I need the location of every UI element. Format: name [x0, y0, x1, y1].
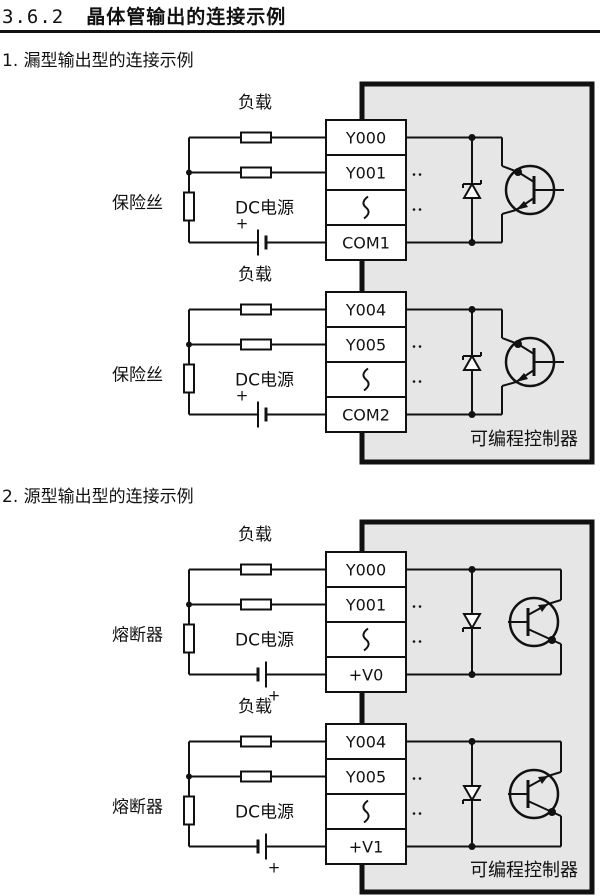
dot-mark: [412, 380, 416, 383]
terminal-label: Y005: [345, 336, 386, 355]
terminal-unused-wave-icon: [362, 799, 370, 824]
fuse-label: 熔断器: [112, 798, 163, 818]
dot-mark: [418, 777, 422, 780]
dot-mark: [418, 640, 422, 643]
dot-mark: [412, 173, 416, 176]
dot-mark: [418, 208, 422, 211]
emitter-arrow: [538, 776, 548, 784]
transistor-collector: [551, 639, 562, 645]
load-resistor: [240, 338, 272, 351]
dot-mark: [412, 640, 416, 643]
terminal-cell: [325, 224, 407, 261]
battery-plus-label: +: [236, 387, 249, 405]
transistor-emitter: [547, 771, 562, 777]
terminal-label: Y005: [345, 768, 386, 787]
terminal-label: +V1: [349, 838, 384, 857]
load-resistor: [240, 303, 272, 316]
dot-mark: [418, 605, 422, 608]
diagram-title-sink: 1. 漏型输出型的连接示例: [2, 51, 194, 71]
diode-symbol: [462, 613, 482, 631]
terminal-cell: [325, 119, 407, 156]
terminal-label: Y000: [345, 129, 386, 148]
terminal-label: +V0: [349, 666, 384, 685]
fuse-symbol: [183, 623, 195, 654]
transistor-collector: [527, 628, 553, 641]
dc-power-label: DC电源: [235, 631, 294, 651]
load-label: 负载: [238, 265, 272, 285]
dot-mark: [412, 345, 416, 348]
emitter-arrow: [516, 201, 528, 210]
terminal-label: Y000: [345, 561, 386, 580]
emitter-arrow: [538, 604, 548, 612]
terminal-label: COM2: [342, 406, 390, 425]
terminal-label: COM1: [342, 234, 390, 253]
dot-mark: [412, 605, 416, 608]
section-heading: 3.6.2 晶体管输出的连接示例: [2, 2, 286, 29]
emitter-arrow: [516, 373, 528, 382]
load-label: 负载: [238, 525, 272, 545]
terminal-label: Y004: [345, 733, 386, 752]
terminal-label: Y001: [345, 164, 386, 183]
dot-mark: [412, 812, 416, 815]
fuse-symbol: [183, 795, 195, 826]
fuse-symbol: [183, 363, 195, 394]
terminal-cell: [325, 656, 407, 693]
transistor-collector: [527, 800, 553, 813]
load-resistor: [240, 735, 272, 748]
dot-mark: [418, 812, 422, 815]
load-label: 负载: [238, 93, 272, 113]
section-number: 3.6.2: [2, 6, 65, 28]
fuse-label: 熔断器: [112, 626, 163, 646]
fuse-label: 保险丝: [112, 366, 163, 386]
terminal-unused-wave-icon: [362, 195, 370, 220]
title-underline: [0, 30, 600, 33]
dot-mark: [412, 208, 416, 211]
terminal-label: Y004: [345, 301, 386, 320]
dot-mark: [418, 173, 422, 176]
diode-symbol: [462, 181, 482, 199]
terminal-unused-wave-icon: [362, 367, 370, 392]
diode-symbol: [462, 785, 482, 803]
dc-power-label: DC电源: [235, 803, 294, 823]
transistor-collector: [517, 171, 535, 183]
dc-power-label: DC电源: [235, 371, 294, 391]
terminal-unused-wave-icon: [362, 627, 370, 652]
battery-plus-label: +: [268, 687, 281, 705]
transistor-collector: [517, 343, 535, 355]
load-resistor: [240, 598, 272, 611]
diode-symbol: [462, 353, 482, 371]
plc-label: 可编程控制器: [470, 860, 578, 881]
terminal-label: Y001: [345, 596, 386, 615]
fuse-symbol: [183, 191, 195, 222]
transistor-emitter: [547, 599, 562, 605]
transistor-emitter: [501, 381, 517, 387]
load-resistor: [240, 166, 272, 179]
dc-power-label: DC电源: [235, 199, 294, 219]
battery-plus-label: +: [268, 859, 281, 877]
load-resistor: [240, 563, 272, 576]
load-resistor: [240, 131, 272, 144]
terminal-cell: [325, 723, 407, 760]
section-title: 晶体管输出的连接示例: [86, 6, 287, 28]
dot-mark: [412, 777, 416, 780]
load-label: 负载: [238, 697, 272, 717]
plc-label: 可编程控制器: [470, 429, 578, 450]
transistor-emitter: [501, 209, 517, 215]
fuse-label: 保险丝: [112, 194, 163, 214]
transistor-collector: [551, 811, 562, 817]
dot-mark: [418, 380, 422, 383]
dot-mark: [418, 345, 422, 348]
diagram-title-source: 2. 源型输出型的连接示例: [2, 487, 194, 507]
battery-plus-label: +: [236, 215, 249, 233]
load-resistor: [240, 770, 272, 783]
